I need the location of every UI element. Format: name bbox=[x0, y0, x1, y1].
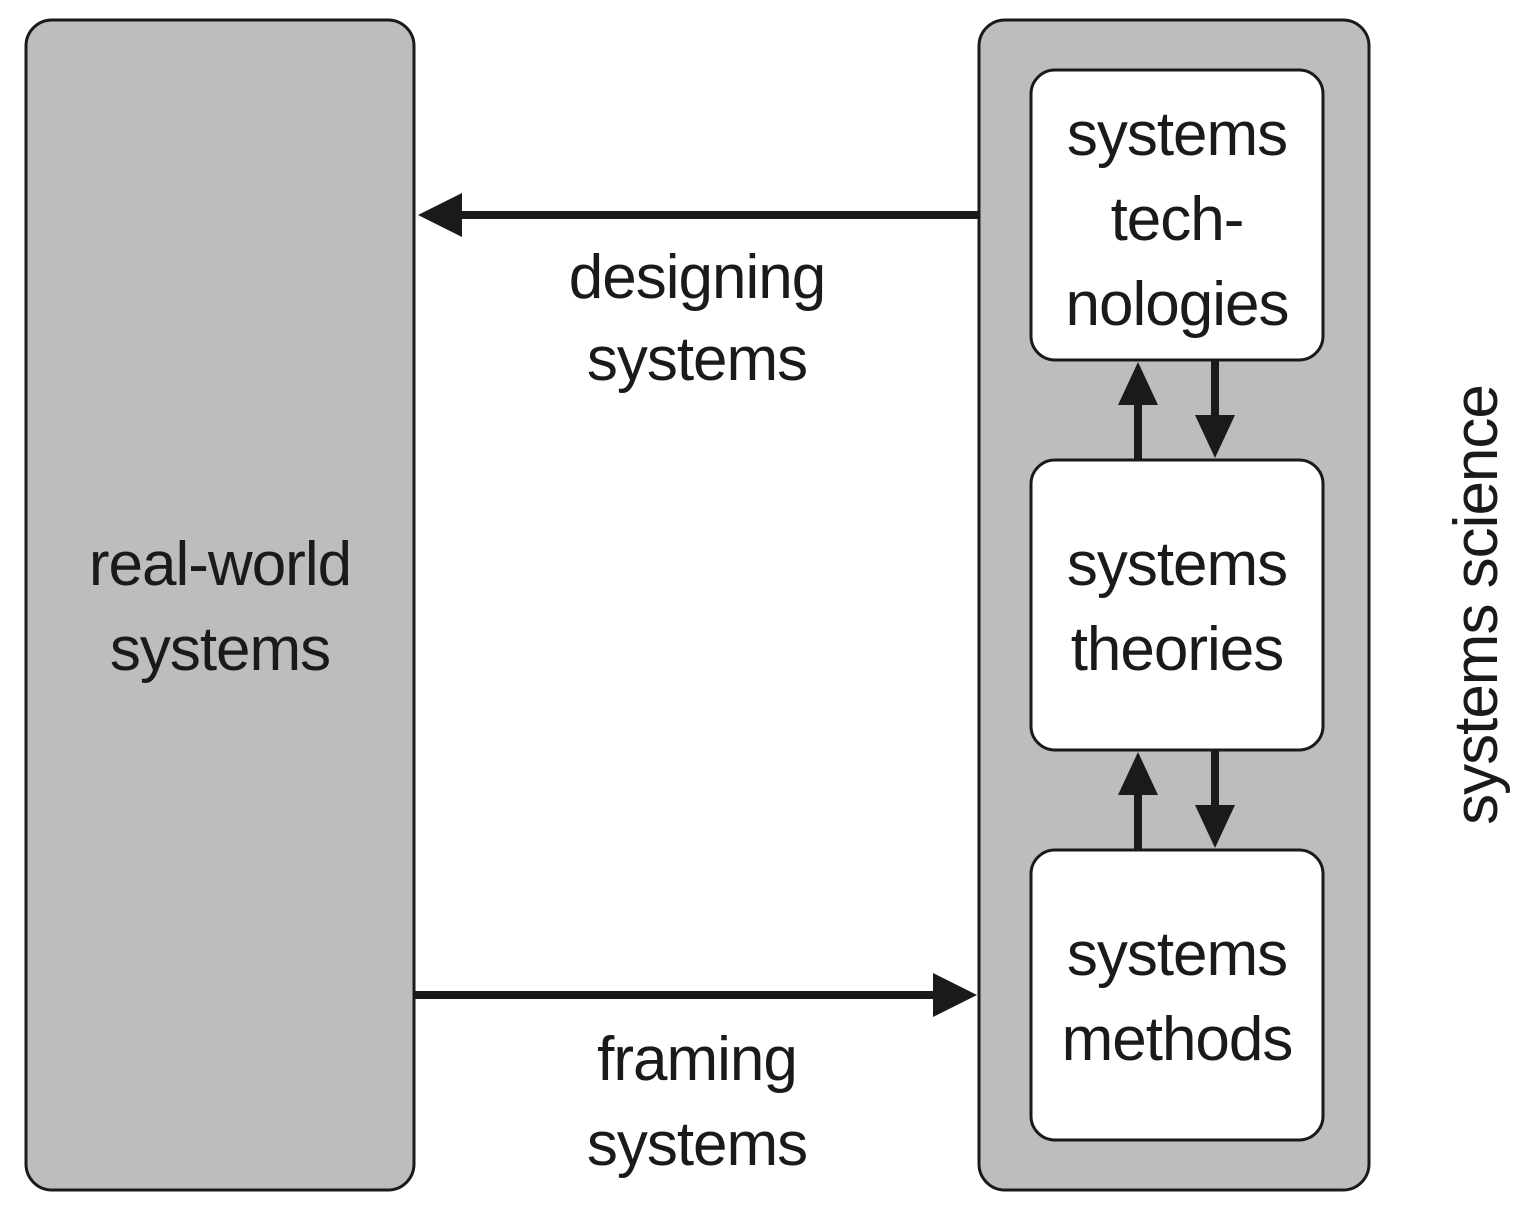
theories-label-line1: systems bbox=[1067, 530, 1287, 599]
designing-label-line1: designing bbox=[569, 243, 825, 312]
systems-theories-box bbox=[1029, 458, 1325, 752]
real-world-label-line2: systems bbox=[110, 615, 330, 684]
framing-label-line1: framing bbox=[597, 1025, 797, 1094]
methods-label-line2: methods bbox=[1062, 1005, 1293, 1074]
systems-technologies-box bbox=[1029, 68, 1325, 362]
technologies-label-line2: tech- bbox=[1111, 185, 1244, 254]
designing-label-line2: systems bbox=[587, 325, 807, 394]
theories-to-technologies-arrow bbox=[1118, 362, 1158, 460]
technologies-label-line1: systems bbox=[1067, 100, 1287, 169]
real-world-systems-block bbox=[24, 18, 416, 1192]
technologies-to-theories-arrow bbox=[1195, 360, 1235, 458]
framing-systems-arrow bbox=[414, 973, 977, 1017]
methods-label-line1: systems bbox=[1067, 920, 1287, 989]
systems-science-side-label: systems science bbox=[1442, 385, 1511, 825]
designing-systems-arrow bbox=[418, 193, 979, 237]
real-world-label-line1: real-world bbox=[89, 530, 351, 599]
theories-to-methods-arrow bbox=[1195, 750, 1235, 848]
methods-to-theories-arrow bbox=[1118, 752, 1158, 850]
systems-methods-box bbox=[1029, 848, 1325, 1142]
theories-label-line2: theories bbox=[1071, 615, 1284, 684]
technologies-label-line3: nologies bbox=[1066, 270, 1289, 339]
framing-label-line2: systems bbox=[587, 1110, 807, 1179]
